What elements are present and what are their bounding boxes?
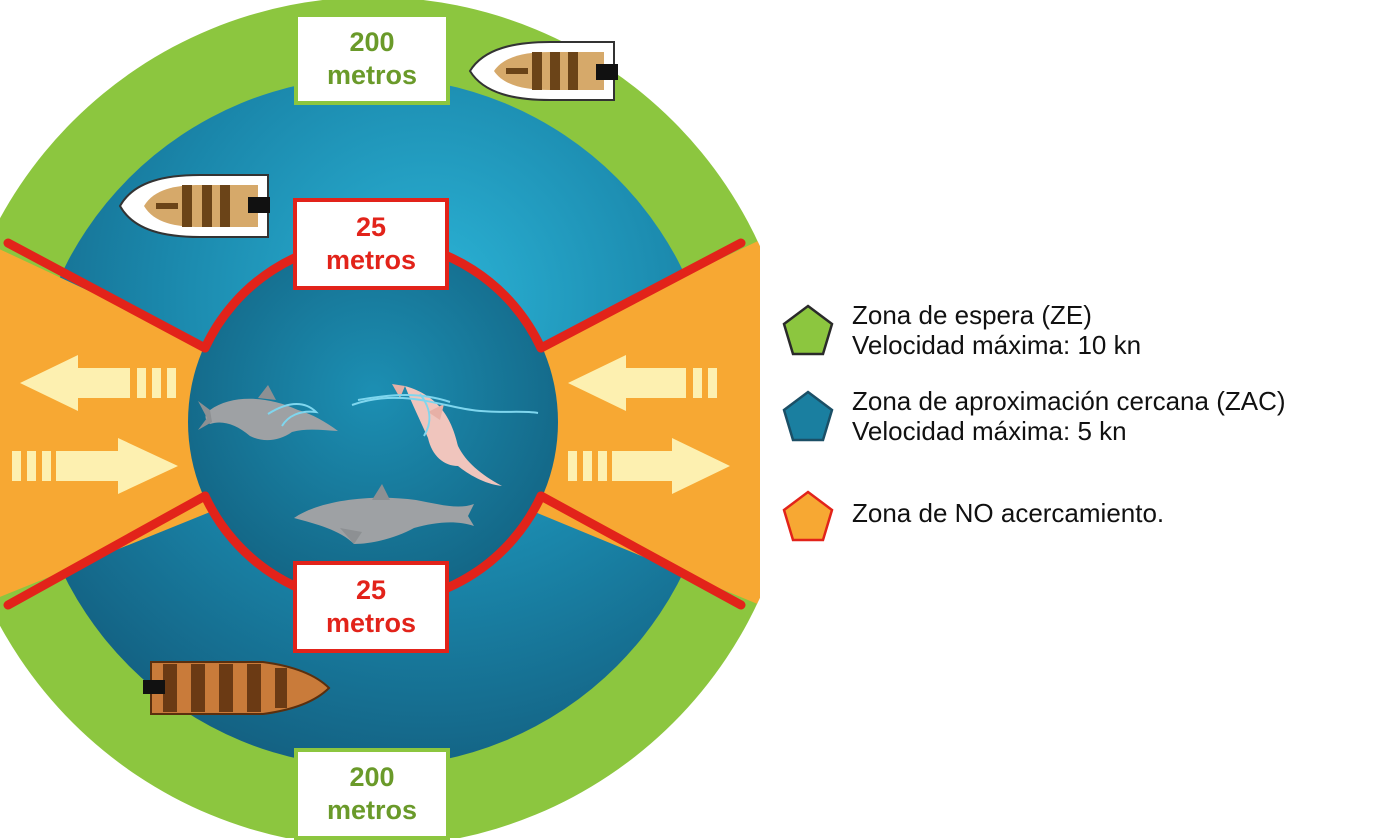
legend-item-close-approach-zone: Zona de aproximación cercana (ZAC) Veloc… — [780, 386, 1380, 456]
inner-distance-label-top: 25 metros — [293, 198, 449, 290]
canoe-icon — [143, 661, 331, 715]
outer-distance-label-bottom: 200 metros — [294, 748, 450, 840]
legend-title: Zona de espera (ZE) — [852, 300, 1092, 330]
outer-distance-value: 200 — [349, 762, 395, 792]
no-approach-zone-left — [0, 240, 215, 605]
legend-subtitle: Velocidad máxima: 10 kn — [852, 330, 1142, 360]
pentagon-icon — [782, 490, 834, 542]
zone-diagram-graphic — [0, 0, 760, 838]
inner-distance-value: 25 — [355, 575, 387, 605]
pentagon-icon — [782, 304, 834, 356]
inner-distance-label-bottom: 25 metros — [293, 561, 449, 653]
outer-distance-label-top: 200 metros — [294, 13, 450, 105]
inner-distance-unit: metros — [325, 245, 417, 275]
speedboat-top-icon — [468, 41, 618, 101]
inner-distance-value: 25 — [355, 212, 387, 242]
arrow-right-inbound-icon — [56, 438, 178, 494]
legend-item-no-approach-zone: Zona de NO acercamiento. — [780, 486, 1380, 556]
arrows-right — [568, 355, 730, 494]
pentagon-icon — [782, 390, 834, 442]
legend-item-waiting-zone: Zona de espera (ZE) Velocidad máxima: 10… — [780, 300, 1380, 370]
arrow-right-outbound-icon — [612, 438, 730, 494]
dolphin-gray-small-icon — [198, 385, 338, 441]
legend-subtitle: Velocidad máxima: 5 kn — [852, 416, 1127, 446]
outer-distance-value: 200 — [349, 27, 395, 57]
outer-distance-unit: metros — [326, 60, 418, 90]
dolphin-gray-large-icon — [294, 484, 474, 544]
arrow-left-outbound-icon — [20, 355, 130, 411]
legend-title: Zona de NO acercamiento. — [852, 498, 1165, 528]
arrows-left — [12, 355, 178, 494]
no-approach-zone-right — [530, 240, 760, 605]
outer-distance-unit: metros — [326, 795, 418, 825]
inner-distance-unit: metros — [325, 608, 417, 638]
speedboat-left-icon — [118, 174, 270, 238]
legend-title: Zona de aproximación cercana (ZAC) — [852, 386, 1286, 416]
dolphin-pink-icon — [351, 384, 539, 486]
arrow-left-inbound-icon — [568, 355, 686, 411]
